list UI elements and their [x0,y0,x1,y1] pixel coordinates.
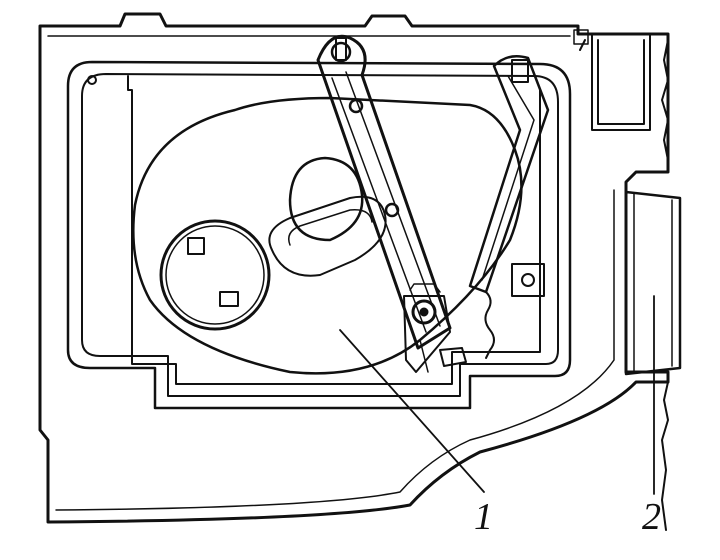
top-bracket-clip [573,29,589,45]
rivet-upper [348,98,364,114]
adjuster-screw [411,299,437,325]
small-bracket [511,263,545,297]
leader-line-1 [339,329,485,493]
adjuster-bracket [403,295,467,373]
adjuster-screw-center [419,307,429,317]
window-cutout [127,75,541,385]
lever-plate [132,96,523,375]
window-frame-outer [66,60,572,410]
top-bracket [577,33,651,131]
right-strip [468,55,550,294]
side-block-edge [633,193,673,373]
cam-knob [288,156,364,242]
spring [484,291,495,359]
callout-1: 1 [474,496,493,538]
lever-arm [316,34,452,350]
lever-pivot [330,41,352,63]
lever-pivot-pin [335,37,347,61]
round-window-inner [165,225,265,325]
side-block [624,190,682,376]
adjuster-detail [409,283,441,373]
cam-slot-inner [288,209,373,246]
cam-slot [268,195,387,277]
right-strip-inner [481,75,535,281]
small-bracket-bolt [521,273,535,287]
lever-arm-inner [331,71,441,333]
window-tab-bottom [219,291,239,307]
window-tab-top [187,237,205,255]
window-frame-inner [81,73,559,397]
strip-nut [511,59,529,83]
housing-inner-wall [47,35,615,511]
right-flange [661,39,669,531]
screw-icon [87,75,97,85]
rivet-lower [384,202,400,218]
housing-outline [38,12,670,524]
callout-2: 2 [642,496,661,538]
round-window [159,219,271,331]
